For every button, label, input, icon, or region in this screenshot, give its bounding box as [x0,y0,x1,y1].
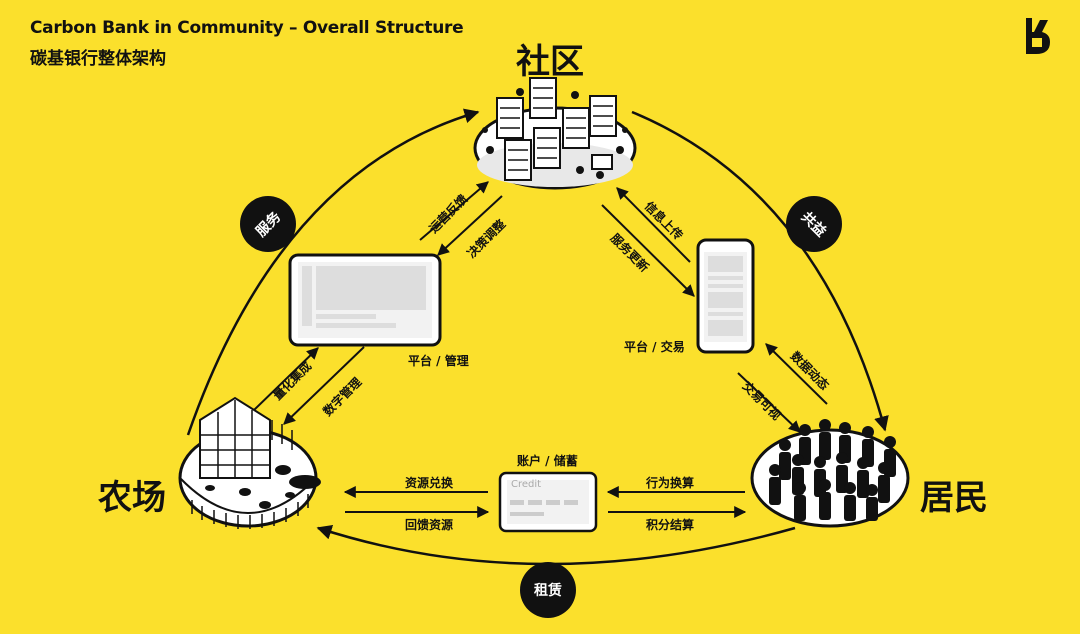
card-text: Credit [511,479,542,490]
badge-mutual-label: 共益 [797,209,829,241]
arrow-decision-adjust [437,195,503,256]
flow-label-feedback-resource: 回馈资源 [405,518,454,532]
trading-phone-illustration [696,238,755,354]
title-english: Carbon Bank in Community – Overall Struc… [30,18,464,38]
node-label-residents: 居民 [920,478,988,518]
arc-residents-to-farm [316,525,796,566]
label-platform-management: 平台 / 管理 [408,354,469,368]
farm-illustration [178,396,321,529]
community-illustration [473,77,637,190]
badge-lease: 租赁 [520,562,576,618]
arrow-trade-visible [737,372,801,433]
label-platform-trading: 平台 / 交易 [624,340,685,354]
title-chinese: 碳基银行整体架构 [30,49,166,69]
badge-mutual: 共益 [786,196,842,252]
arrow-digital-manage [283,346,365,425]
flow-label-behavior-convert: 行为换算 [646,476,695,490]
residents-illustration [750,419,910,528]
badge-service-label: 服务 [253,209,285,241]
arrow-quantify-integrate [253,347,319,411]
management-screen-illustration [288,253,442,347]
arrow-data-dynamics [765,343,828,405]
node-label-farm: 农场 [98,478,166,518]
arc-farm-to-community [186,108,480,436]
flow-label-resource-exchange: 资源兑换 [405,476,454,490]
arrow-ops-feedback [419,181,489,241]
node-label-community: 社区 [516,42,584,82]
flow-label-points-settle: 积分结算 [646,518,695,532]
carbon-bank-logo [1026,18,1050,54]
credit-card-illustration [498,471,598,533]
badge-service: 服务 [240,196,296,252]
badge-lease-label: 租赁 [534,583,562,599]
arrow-info-upload [616,187,691,263]
arrow-service-update [601,204,695,297]
label-account-savings: 账户 / 储蓄 [517,454,578,468]
